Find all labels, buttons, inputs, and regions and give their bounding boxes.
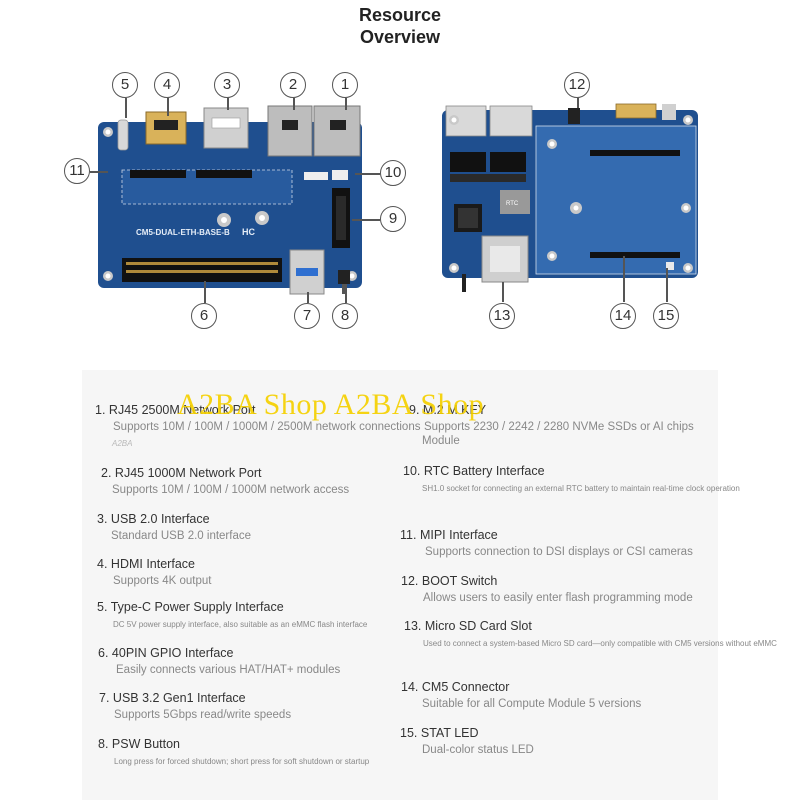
callout-3: 3 — [214, 72, 240, 98]
item-15: 15. STAT LED Dual-color status LED — [400, 726, 534, 756]
silkscreen-text: CM5-DUAL-ETH-BASE-B — [136, 228, 230, 237]
watermark: A2BA Shop A2BA Shop — [177, 388, 485, 421]
callout-10: 10 — [380, 160, 406, 186]
type-c-port — [117, 119, 129, 151]
callout-2: 2 — [280, 72, 306, 98]
item-3-desc: Standard USB 2.0 interface — [111, 530, 251, 542]
watermark-small: A2BA — [112, 439, 133, 448]
item-11: 11. MIPI Interface Supports connection t… — [400, 528, 693, 558]
description-panel — [82, 370, 718, 800]
silkscreen-logo: HC — [242, 227, 255, 237]
callout-15: 15 — [653, 303, 679, 329]
callout-14: 14 — [610, 303, 636, 329]
stat-led — [666, 262, 674, 270]
item-15-title: 15. STAT LED — [400, 726, 479, 740]
item-12-desc: Allows users to easily enter flash progr… — [423, 592, 693, 604]
item-2-desc: Supports 10M / 100M / 1000M network acce… — [112, 484, 350, 496]
item-5-desc: DC 5V power supply interface, also suita… — [113, 620, 368, 629]
cm5-connector-top — [590, 150, 680, 156]
callout-5: 5 — [112, 72, 138, 98]
title-line-1: Resource — [358, 5, 442, 25]
item-15-desc: Dual-color status LED — [422, 744, 534, 756]
item-6-desc: Easily connects various HAT/HAT+ modules — [116, 664, 341, 676]
item-12-title: 12. BOOT Switch — [401, 574, 498, 588]
item-4-desc: Supports 4K output — [113, 575, 212, 587]
item-13-title: 13. Micro SD Card Slot — [404, 619, 532, 633]
board-top-view: CM5-DUAL-ETH-BASE-B HC — [98, 105, 362, 295]
item-12: 12. BOOT Switch Allows users to easily e… — [401, 574, 693, 604]
rj45-2500m-port — [313, 105, 361, 157]
item-7-title: 7. USB 3.2 Gen1 Interface — [99, 691, 246, 705]
item-8: 8. PSW Button Long press for forced shut… — [98, 737, 369, 766]
item-6-title: 6. 40PIN GPIO Interface — [98, 646, 234, 660]
item-11-desc: Supports connection to DSI displays or C… — [425, 546, 693, 558]
item-3: 3. USB 2.0 Interface Standard USB 2.0 in… — [97, 512, 251, 542]
page-title: Resource Overview — [0, 4, 800, 48]
item-13: 13. Micro SD Card Slot Used to connect a… — [404, 619, 777, 648]
item-14: 14. CM5 Connector Suitable for all Compu… — [401, 680, 641, 710]
item-14-desc: Suitable for all Compute Module 5 versio… — [422, 698, 642, 710]
callout-4: 4 — [154, 72, 180, 98]
title-line-2: Overview — [359, 27, 441, 47]
rj45-1000m-port — [267, 105, 313, 157]
callout-13: 13 — [489, 303, 515, 329]
item-13-desc: Used to connect a system-based Micro SD … — [423, 639, 777, 648]
item-9-title: 9. M.2 M KEY — [409, 403, 487, 417]
item-9-desc-cont: Module — [422, 435, 460, 447]
svg-text:RTC: RTC — [506, 201, 519, 207]
callout-7: 7 — [294, 303, 320, 329]
item-14-title: 14. CM5 Connector — [401, 680, 510, 694]
item-7: 7. USB 3.2 Gen1 Interface Supports 5Gbps… — [99, 691, 291, 721]
item-9: 9. M.2 M KEY Supports 2230 / 2242 / 2280… — [409, 403, 694, 447]
item-2: 2. RJ45 1000M Network Port Supports 10M … — [101, 466, 349, 496]
item-11-title: 11. MIPI Interface — [400, 528, 498, 542]
item-7-desc: Supports 5Gbps read/write speeds — [114, 709, 292, 721]
item-1: 1. RJ45 2500M Network Port Supports 10M … — [95, 403, 420, 433]
item-5-title: 5. Type-C Power Supply Interface — [97, 600, 284, 614]
cm5-connector-bottom — [590, 252, 680, 258]
item-10: 10. RTC Battery Interface SH1.0 socket f… — [403, 464, 740, 493]
item-2-title: 2. RJ45 1000M Network Port — [101, 466, 262, 480]
item-1-title: 1. RJ45 2500M Network Port — [95, 403, 256, 417]
boot-switch — [568, 108, 580, 124]
item-9-desc: Supports 2230 / 2242 / 2280 NVMe SSDs or… — [424, 421, 694, 433]
callout-9: 9 — [380, 206, 406, 232]
item-1-desc: Supports 10M / 100M / 1000M / 2500M netw… — [113, 421, 421, 433]
callout-12: 12 — [564, 72, 590, 98]
callout-8: 8 — [332, 303, 358, 329]
callout-11: 11 — [64, 158, 90, 184]
item-4: 4. HDMI Interface Supports 4K output — [97, 557, 211, 587]
item-10-title: 10. RTC Battery Interface — [403, 464, 545, 478]
item-8-title: 8. PSW Button — [98, 737, 181, 751]
item-4-title: 4. HDMI Interface — [97, 557, 195, 571]
item-5: 5. Type-C Power Supply Interface DC 5V p… — [97, 600, 367, 629]
board-bottom-view: RTC — [442, 103, 698, 292]
item-3-title: 3. USB 2.0 Interface — [97, 512, 210, 526]
item-8-desc: Long press for forced shutdown; short pr… — [114, 757, 370, 766]
callout-6: 6 — [191, 303, 217, 329]
pcb-top — [98, 122, 362, 288]
callout-1: 1 — [332, 72, 358, 98]
item-10-desc: SH1.0 socket for connecting an external … — [422, 484, 740, 493]
psw-button — [338, 270, 350, 284]
item-6: 6. 40PIN GPIO Interface Easily connects … — [98, 646, 340, 676]
